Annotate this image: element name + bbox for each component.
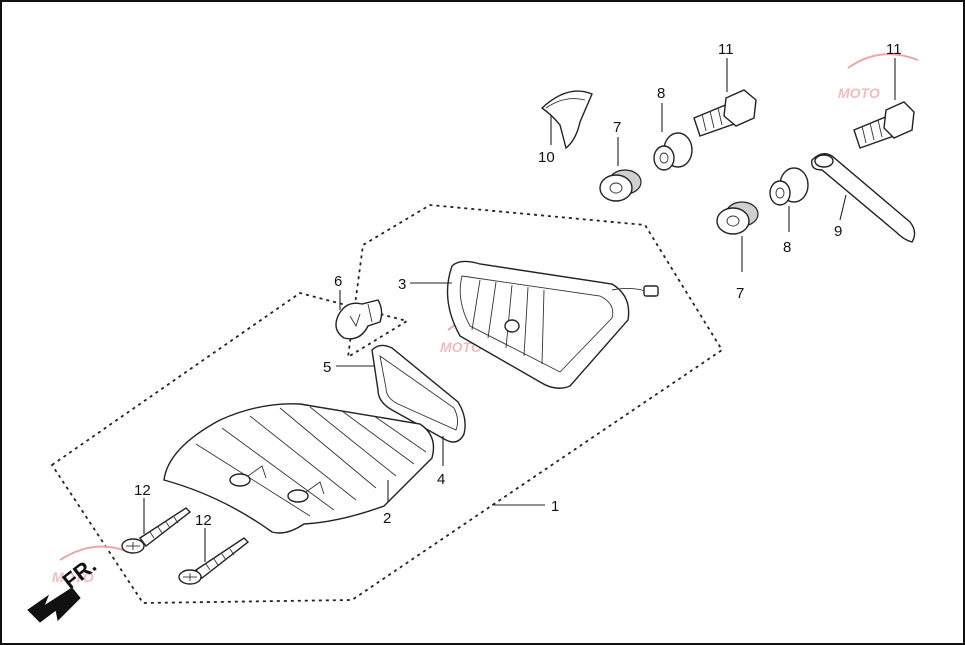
svg-text:MOTO: MOTO [52, 569, 94, 585]
callout-10: 10 [538, 149, 555, 166]
callout-7-upper: 7 [613, 119, 621, 136]
part-7-grommet-lower [716, 201, 759, 235]
front-direction-arrow-icon [27, 587, 81, 623]
part-5-gasket [371, 344, 466, 443]
part-9-bracket [811, 153, 916, 243]
callout-11-right: 11 [886, 41, 902, 58]
watermark-logo: MOTO [52, 545, 129, 585]
part-10-clip [540, 90, 593, 150]
callout-7-lower: 7 [736, 285, 744, 302]
callout-9: 9 [834, 223, 842, 240]
callout-8-upper: 8 [657, 85, 665, 102]
part-6-bulb [335, 299, 383, 340]
part-3-lamp-housing [446, 260, 659, 389]
part-12-screw-lower [178, 537, 250, 585]
part-12-screw-upper [121, 507, 192, 554]
callout-11-left: 11 [718, 41, 734, 58]
callout-4: 4 [437, 471, 445, 488]
assembly-group-outline [50, 204, 724, 604]
svg-text:MOTO: MOTO [838, 85, 880, 101]
callout-1: 1 [551, 498, 559, 515]
part-2-lens-cover [163, 403, 435, 534]
callout-8-lower: 8 [783, 239, 791, 256]
callout-12-upper: 12 [134, 482, 151, 499]
callout-6: 6 [334, 273, 342, 290]
part-8-collar-upper [653, 132, 693, 171]
watermark-logo: MOTO [838, 53, 919, 101]
callout-5: 5 [323, 359, 331, 376]
part-7-grommet-upper [599, 169, 642, 202]
callout-3: 3 [398, 276, 406, 293]
part-8-collar-lower [769, 167, 809, 206]
callout-12-lower: 12 [195, 512, 212, 529]
callout-2: 2 [383, 510, 391, 527]
part-11-bolt-left [693, 89, 757, 137]
part-11-bolt-right [853, 101, 915, 149]
